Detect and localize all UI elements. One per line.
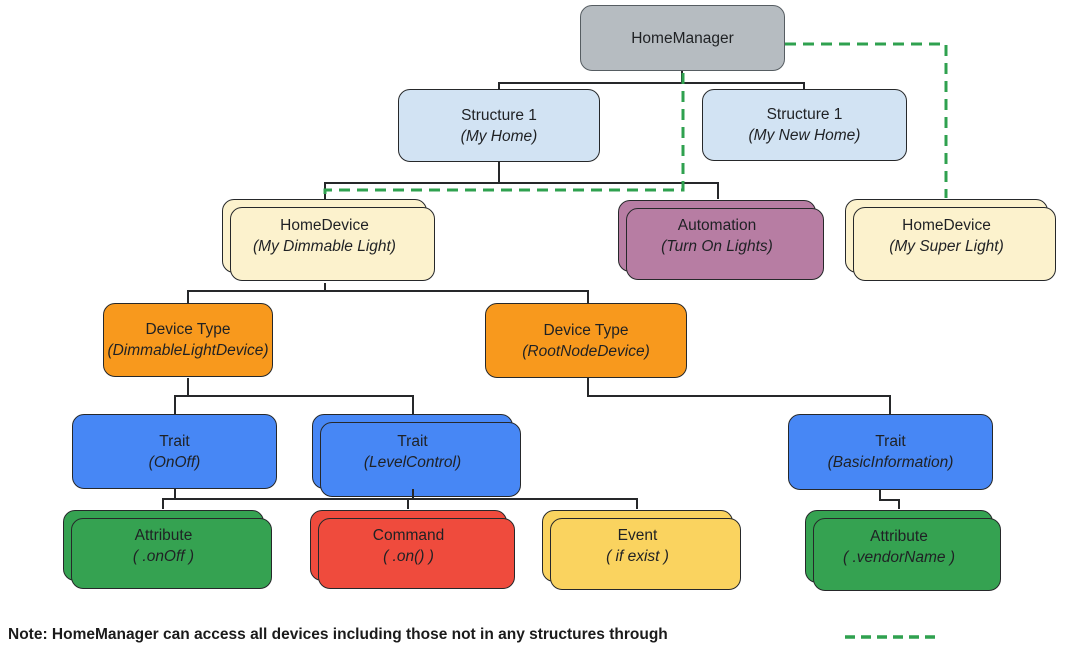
node-title: Command — [372, 526, 445, 544]
footnote: Note: HomeManager can access all devices… — [8, 626, 668, 644]
node-subtitle: (My Dimmable Light) — [253, 238, 396, 255]
node-subtitle: (LevelControl) — [363, 453, 462, 471]
node-title: HomeDevice — [902, 217, 991, 234]
node-trait-onoff: Trait (OnOff) — [72, 414, 277, 489]
node-trait-levelcontrol: Trait (LevelControl) — [312, 414, 521, 497]
node-title: HomeDevice — [280, 217, 369, 234]
node-event-if-exist: Event ( if exist ) — [542, 510, 741, 590]
node-subtitle: (RootNodeDevice) — [522, 342, 650, 360]
node-title: Structure 1 — [766, 106, 843, 123]
node-home-device-my-super-light: HomeDevice (My Super Light) — [845, 199, 1056, 281]
node-structure-my-new-home: Structure 1 (My New Home) — [702, 89, 907, 161]
node-automation-turn-on-lights: Automation (Turn On Lights) — [618, 200, 824, 280]
node-title: Structure 1 — [461, 106, 537, 124]
node-subtitle: (OnOff) — [148, 453, 201, 471]
node-home-device-my-dimmable-light: HomeDevice (My Dimmable Light) — [222, 199, 435, 281]
node-command-on: Command ( .on() ) — [310, 510, 515, 589]
node-title: Trait — [159, 432, 190, 450]
node-title: Attribute — [870, 527, 928, 545]
node-device-type-rootnode: Device Type (RootNodeDevice) — [485, 303, 687, 378]
node-subtitle: ( if exist ) — [606, 548, 669, 565]
node-device-type-dimmable: Device Type (DimmableLightDevice) — [103, 303, 273, 377]
node-title: Device Type — [543, 321, 629, 339]
node-subtitle: (DimmableLightDevice) — [107, 342, 269, 359]
node-subtitle: ( .vendorName ) — [843, 548, 955, 566]
node-structure-my-home: Structure 1 (My Home) — [398, 89, 600, 162]
node-subtitle: ( .on() ) — [383, 547, 434, 565]
node-attribute-vendorname: Attribute ( .vendorName ) — [805, 510, 1001, 591]
node-subtitle: (My Super Light) — [889, 238, 1004, 255]
node-subtitle: (BasicInformation) — [827, 454, 954, 471]
node-subtitle: (My Home) — [460, 127, 538, 145]
node-title: Attribute — [134, 526, 193, 544]
node-home-manager: HomeManager — [580, 5, 785, 71]
node-title: Device Type — [145, 321, 231, 338]
node-attribute-onoff: Attribute ( .onOff ) — [63, 510, 272, 589]
node-title: HomeManager — [631, 29, 734, 47]
node-subtitle: (Turn On Lights) — [661, 238, 773, 255]
node-title: Trait — [875, 433, 906, 450]
node-title: Event — [617, 527, 658, 544]
node-trait-basicinformation: Trait (BasicInformation) — [788, 414, 993, 490]
footnote-text: Note: HomeManager can access all devices… — [8, 626, 668, 643]
node-title: Automation — [677, 217, 757, 234]
node-subtitle: (My New Home) — [748, 127, 861, 144]
node-title: Trait — [397, 432, 428, 450]
node-subtitle: ( .onOff ) — [132, 547, 195, 565]
